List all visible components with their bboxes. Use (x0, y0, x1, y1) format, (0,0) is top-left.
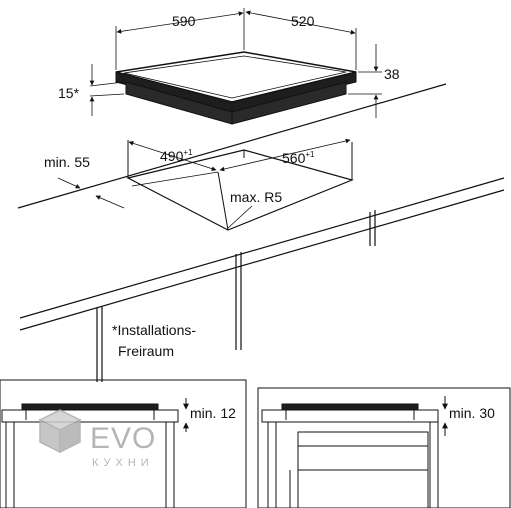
countertop (17, 83, 505, 331)
footnote-line2: Freiraum (118, 343, 174, 359)
watermark-sub: КУХНИ (92, 457, 154, 469)
dim-min-edge (57, 177, 125, 209)
dim-thickness-total (348, 44, 382, 118)
label-490-tol: +1 (183, 148, 193, 157)
evo-watermark: EVO КУХНИ (38, 409, 156, 469)
label-490: 490+1 (160, 148, 193, 164)
label-max-r5: max. R5 (230, 189, 282, 205)
hob-glass-inner (123, 55, 347, 99)
detail-right (257, 387, 511, 508)
watermark-brand: EVO (90, 422, 156, 455)
label-15: 15* (58, 85, 80, 101)
cube-logo-icon (38, 409, 82, 454)
dim-cutout-depth (219, 138, 351, 172)
dim-width-total (115, 8, 245, 70)
label-560-tol: +1 (305, 150, 315, 159)
dim-thickness-visible (89, 64, 125, 116)
dim-depth-total (245, 10, 357, 70)
footnote-line1: *Installations- (112, 322, 196, 338)
hob-body-right (231, 81, 347, 125)
dim-cutout-width (128, 141, 217, 171)
label-38: 38 (384, 66, 400, 82)
hob-side-right (231, 71, 357, 113)
label-520: 520 (291, 13, 315, 29)
label-560-value: 560 (282, 150, 306, 166)
label-560: 560+1 (282, 150, 315, 166)
label-490-value: 490 (160, 148, 184, 164)
cabinet-legs (96, 210, 376, 382)
label-590: 590 (172, 13, 196, 29)
label-min-55: min. 55 (44, 154, 90, 170)
label-min-12: min. 12 (190, 405, 236, 421)
label-min-30: min. 30 (449, 405, 495, 421)
leader-r5 (227, 205, 253, 229)
hob-3d-view (115, 51, 357, 125)
